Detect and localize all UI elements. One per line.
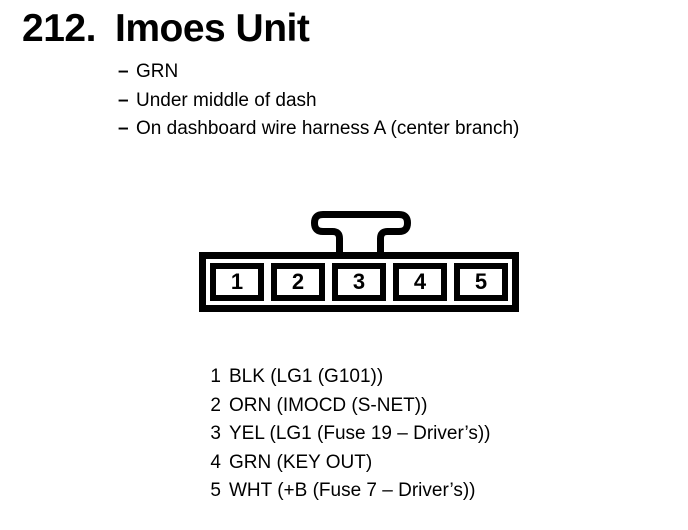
pin-description: ORN (IMOCD (S-NET)) <box>229 394 428 416</box>
pin-row: 2 ORN (IMOCD (S-NET)) <box>210 392 491 421</box>
notes-list: – GRN – Under middle of dash – On dashbo… <box>118 58 519 144</box>
note-text: Under middle of dash <box>136 89 317 111</box>
connector-cavity: 5 <box>454 263 508 301</box>
connector-cavity: 3 <box>332 263 386 301</box>
note-text: GRN <box>136 61 179 82</box>
note-line: – On dashboard wire harness A (center br… <box>118 115 519 144</box>
note-line: – Under middle of dash <box>118 87 519 116</box>
pin-number: 2 <box>210 394 221 416</box>
pin-description: YEL (LG1 (Fuse 19 – Driver’s)) <box>229 423 491 444</box>
pin-number: 4 <box>210 451 221 473</box>
connector-body: 1 2 3 4 5 <box>199 252 519 312</box>
cavity-number: 5 <box>474 269 488 294</box>
note-dash-marker: – <box>118 118 129 139</box>
connector-diagram: 1 2 3 4 5 <box>199 205 519 315</box>
pin-row: 5 WHT (+B (Fuse 7 – Driver’s)) <box>210 477 491 506</box>
note-line: – GRN <box>118 58 519 87</box>
pin-row: 3 YEL (LG1 (Fuse 19 – Driver’s)) <box>210 420 491 449</box>
pin-description: BLK (LG1 (G101)) <box>229 366 384 387</box>
note-dash-marker: – <box>118 61 129 82</box>
section-number: 212. <box>22 7 96 50</box>
pin-description: WHT (+B (Fuse 7 – Driver’s)) <box>229 480 476 501</box>
note-dash-marker: – <box>118 89 129 111</box>
pin-legend: 1 BLK (LG1 (G101)) 2 ORN (IMOCD (S-NET))… <box>210 363 491 506</box>
pin-number: 3 <box>210 423 221 444</box>
cavity-number: 3 <box>352 269 366 294</box>
pin-description: GRN (KEY OUT) <box>229 451 373 473</box>
connector-cavity: 4 <box>393 263 447 301</box>
connector-latch-icon <box>311 211 411 259</box>
pin-number: 1 <box>210 366 221 387</box>
connector-cavity: 2 <box>271 263 325 301</box>
pin-row: 4 GRN (KEY OUT) <box>210 449 491 478</box>
page-title: Imoes Unit <box>115 7 310 50</box>
cavity-number: 2 <box>291 269 305 294</box>
cavity-number: 1 <box>230 269 244 294</box>
section-heading: 212. Imoes Unit <box>22 7 310 50</box>
cavity-number: 4 <box>413 269 427 294</box>
pin-number: 5 <box>210 480 221 501</box>
note-text: On dashboard wire harness A (center bran… <box>136 118 520 139</box>
connector-cavity: 1 <box>210 263 264 301</box>
pin-row: 1 BLK (LG1 (G101)) <box>210 363 491 392</box>
